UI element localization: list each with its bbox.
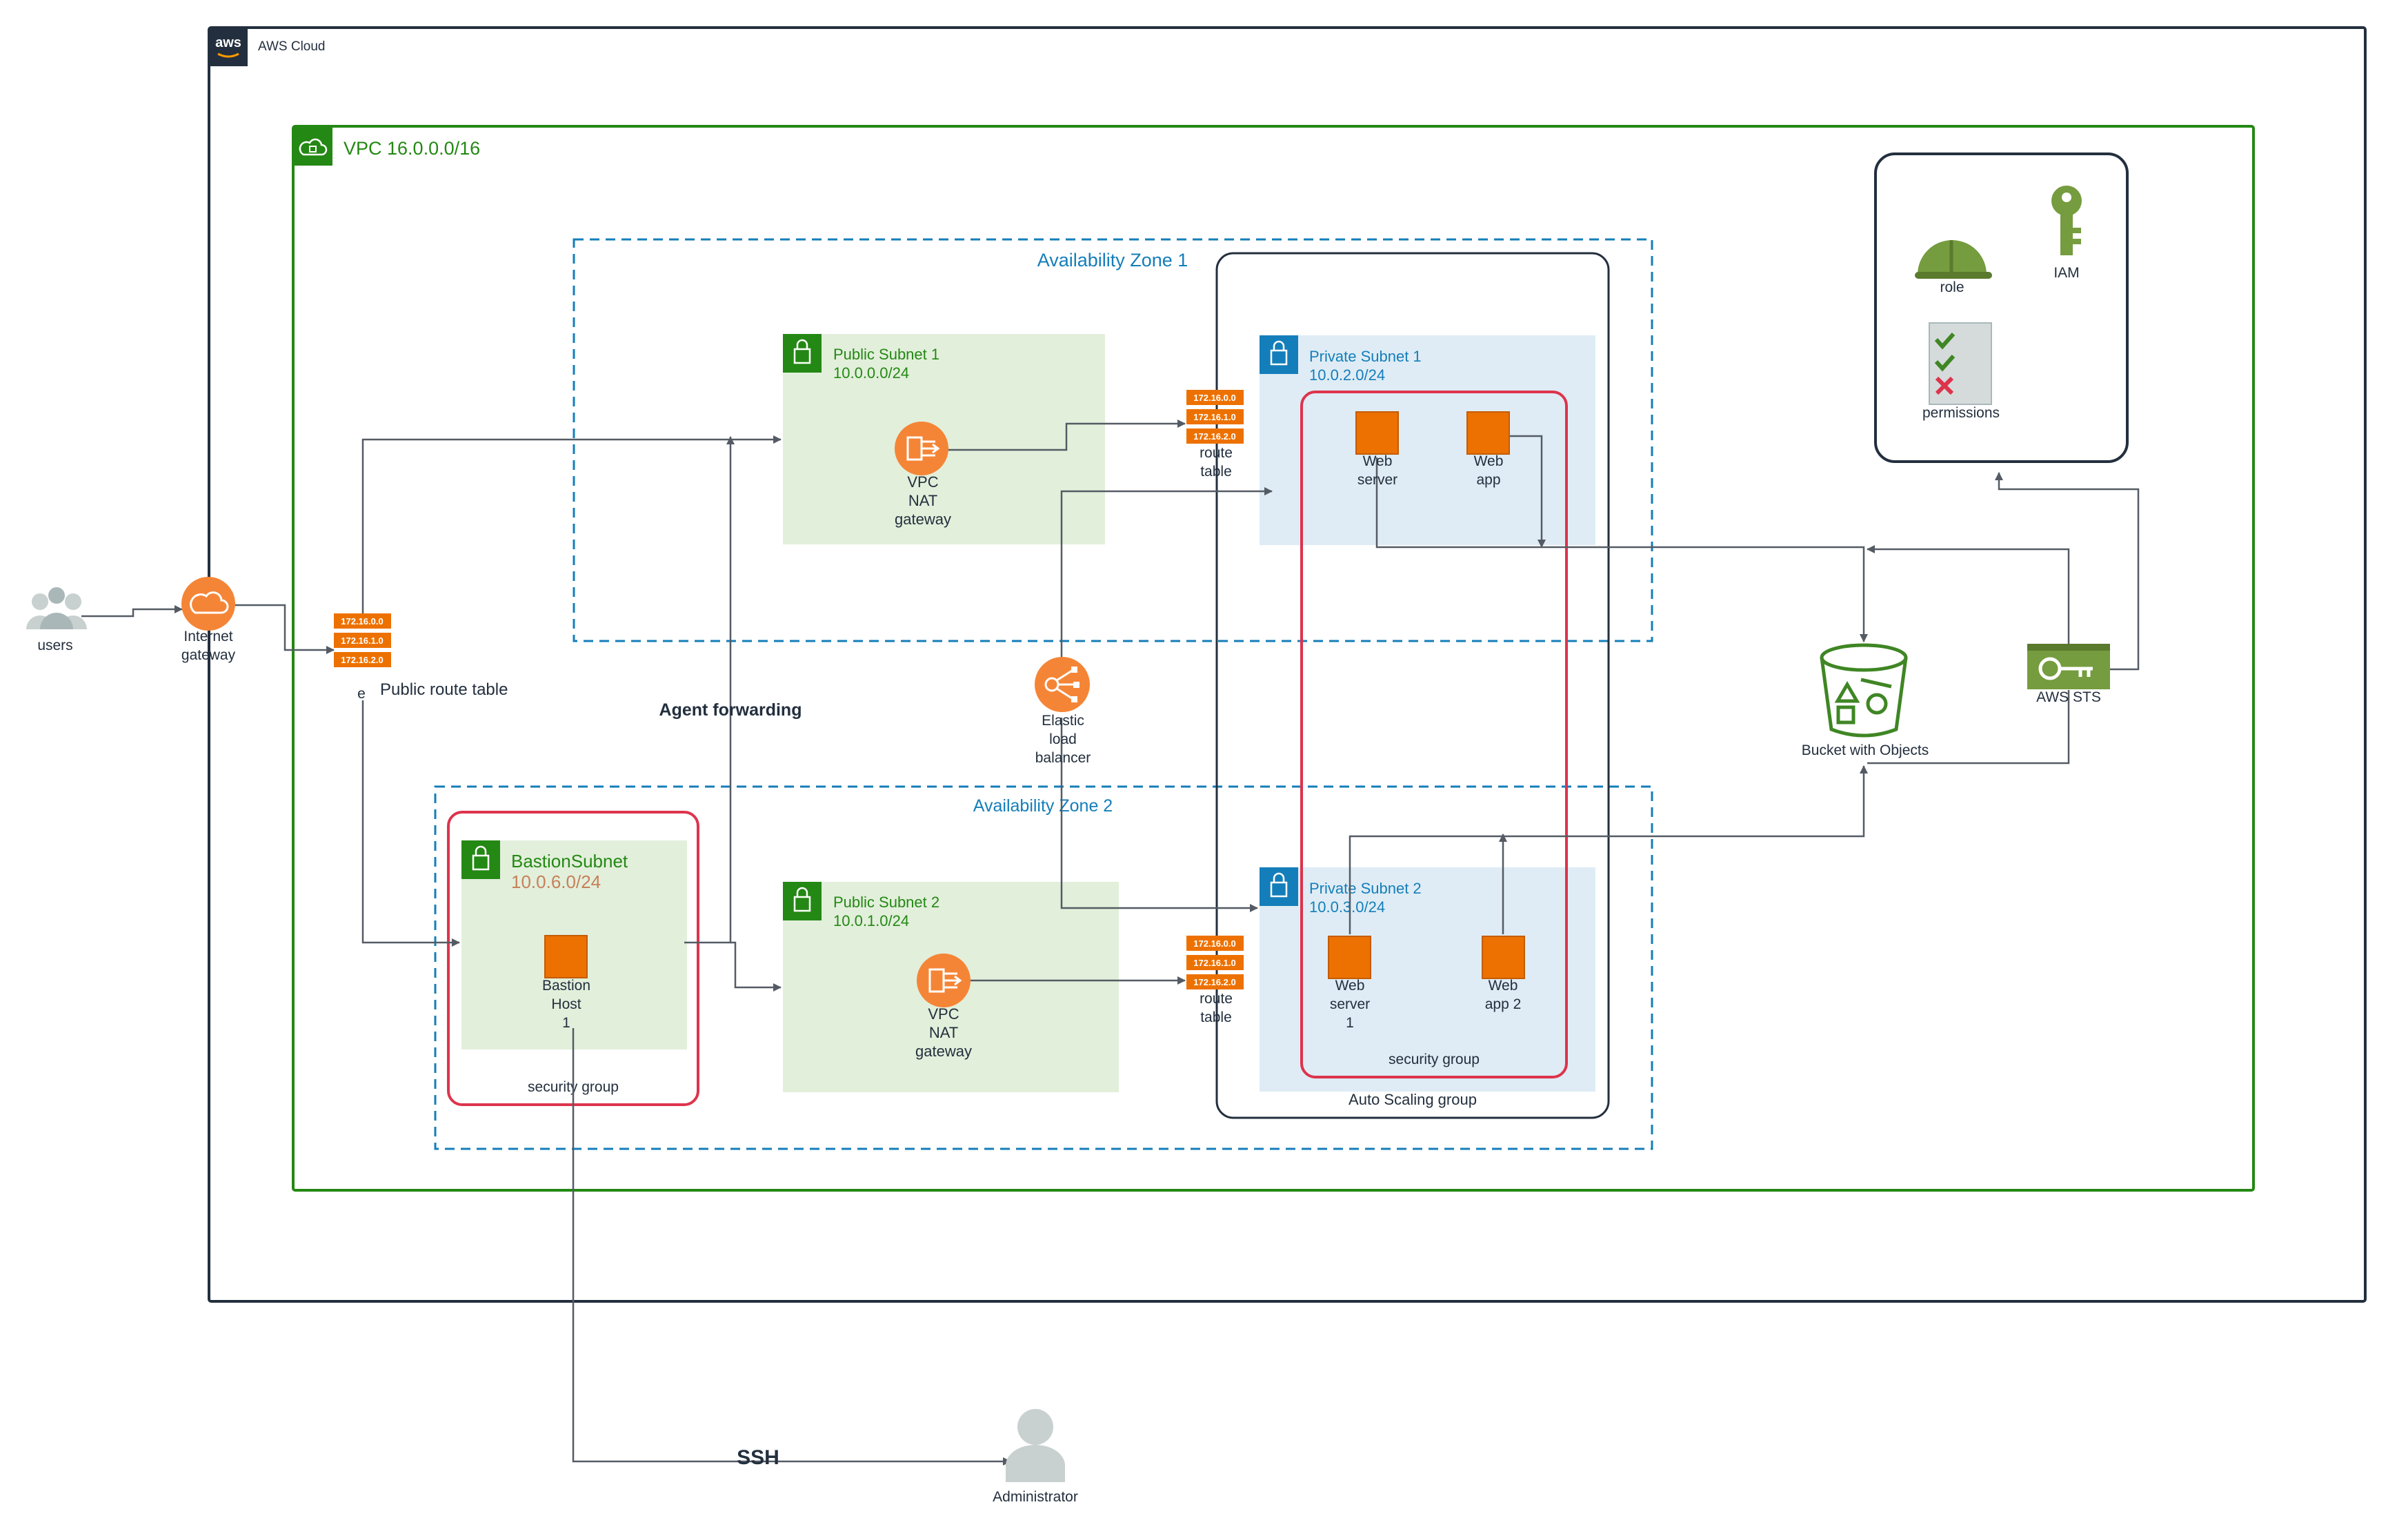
az2-label: Availability Zone 2 (973, 796, 1113, 816)
public-subnet-1: Public Subnet 1 10.0.0.0/24 (783, 334, 1105, 544)
elb-label-2: load (1049, 731, 1077, 747)
aws-logo-icon (209, 28, 248, 66)
route-row-3: 172.16.2.0 (341, 655, 383, 665)
web-server-2-icon[interactable] (1328, 936, 1371, 979)
vpc-group: VPC 16.0.0.0/16 (292, 125, 2255, 1192)
private-subnet-2-name: Private Subnet 2 (1309, 880, 1422, 897)
aws-sts-icon[interactable] (2027, 644, 2110, 689)
sts-label: AWS STS (2036, 689, 2101, 705)
aws-cloud-group: aws AWS Cloud (208, 26, 2367, 1303)
web-app-1-label-2: app (1476, 472, 1500, 488)
security-group-web-label: security group (1389, 1052, 1480, 1067)
web-app-1-icon[interactable] (1466, 411, 1510, 455)
rt2-label-2: table (1200, 1009, 1232, 1025)
private-subnet-2-cidr: 10.0.3.0/24 (1309, 898, 1385, 916)
bastion-host-label-2: Host (551, 996, 581, 1012)
public-subnet-2-cidr: 10.0.1.0/24 (833, 912, 909, 929)
route-row-2: 172.16.1.0 (1193, 412, 1235, 422)
asg-label: Auto Scaling group (1349, 1091, 1477, 1108)
nat1-label-2: NAT (908, 492, 937, 509)
iam-label: IAM (2053, 265, 2079, 281)
bastion-subnet-name: BastionSubnet (511, 851, 628, 871)
users-label: users (37, 638, 72, 653)
nat-gateway-2-icon[interactable] (917, 954, 971, 1007)
nat2-label-3: gateway (915, 1043, 972, 1060)
web-server-2-label-3: 1 (1346, 1015, 1354, 1031)
administrator-label: Administrator (993, 1489, 1078, 1505)
route-row-2: 172.16.1.0 (1193, 958, 1235, 968)
route-row-3: 172.16.2.0 (1193, 977, 1235, 987)
internet-gateway-icon[interactable] (181, 577, 235, 631)
nat1-label-1: VPC (907, 473, 938, 491)
aws-cloud-label: AWS Cloud (258, 39, 326, 54)
web-app-2-icon[interactable] (1482, 936, 1525, 979)
nat2-label-1: VPC (928, 1005, 959, 1023)
web-app-1-label-1: Web (1474, 453, 1504, 469)
bastion-subnet-cidr: 10.0.6.0/24 (511, 871, 601, 892)
public-route-table-label: Public route table (380, 680, 508, 699)
connectors (81, 420, 2140, 1466)
route-row-1: 172.16.0.0 (1193, 393, 1235, 403)
agent-forwarding-label: Agent forwarding (659, 700, 802, 720)
availability-zone-2 (434, 785, 1653, 1150)
security-group-web (1300, 391, 1568, 1078)
public-subnet-1-cidr: 10.0.0.0/24 (833, 364, 909, 382)
igw-label-1: Internet (183, 629, 232, 644)
private-subnet-1-cidr: 10.0.2.0/24 (1309, 366, 1385, 384)
route-row-2: 172.16.1.0 (341, 635, 383, 646)
route-row-3: 172.16.2.0 (1193, 431, 1235, 442)
web-app-2-label-1: Web (1489, 978, 1518, 994)
permissions-label: permissions (1922, 405, 2000, 421)
elastic-load-balancer-icon[interactable] (1035, 657, 1090, 712)
rt2-label-1: route (1200, 991, 1233, 1007)
nat-gateway-1-icon[interactable] (895, 422, 948, 475)
iam-panel: role IAM permissions (1874, 152, 2129, 463)
administrator-icon (1006, 1409, 1065, 1482)
rt1-label-2: table (1200, 464, 1232, 480)
web-app-2-label-2: app 2 (1485, 996, 1522, 1012)
web-server-2-label-1: Web (1335, 978, 1365, 994)
private-subnet-2: Private Subnet 2 10.0.3.0/24 (1260, 867, 1595, 1092)
public-subnet-1-name: Public Subnet 1 (833, 346, 939, 363)
availability-zone-1 (573, 238, 1653, 642)
web-server-2-label-2: server (1330, 996, 1370, 1012)
bastion-host-label-3: 1 (562, 1015, 570, 1031)
elb-label-1: Elastic (1042, 713, 1084, 729)
bastion-host-icon[interactable] (544, 935, 588, 978)
private-subnet-1-name: Private Subnet 1 (1309, 348, 1422, 365)
bastion-host-label-1: Bastion (542, 978, 590, 994)
ssh-label: SSH (737, 1446, 779, 1469)
s3-bucket-icon[interactable] (1820, 643, 1908, 738)
nat2-label-2: NAT (929, 1024, 958, 1041)
bucket-label: Bucket with Objects (1802, 742, 1929, 758)
public-route-table-icon[interactable]: 172.16.0.0 172.16.1.0 172.16.2.0 (334, 613, 391, 667)
igw-label-2: gateway (181, 647, 236, 663)
route-table-2-icon[interactable]: 172.16.0.0 172.16.1.0 172.16.2.0 (1186, 936, 1244, 989)
auto-scaling-group (1215, 252, 1610, 1119)
web-server-1-label-1: Web (1363, 453, 1393, 469)
aws-logo-text: aws (215, 35, 241, 50)
route-row-1: 172.16.0.0 (341, 616, 383, 627)
private-subnet-1: Private Subnet 1 10.0.2.0/24 (1260, 335, 1595, 545)
role-helmet-icon (1915, 240, 1992, 279)
az1-label: Availability Zone 1 (1037, 250, 1188, 270)
public-subnet-2-name: Public Subnet 2 (833, 894, 939, 911)
public-route-table-stub: e (357, 686, 366, 702)
web-server-1-icon[interactable] (1355, 411, 1399, 455)
nat1-label-3: gateway (895, 511, 951, 528)
elb-label-3: balancer (1035, 750, 1091, 766)
vpc-label: VPC 16.0.0.0/16 (344, 138, 480, 159)
role-label: role (1940, 279, 1964, 295)
permissions-checklist-icon (1929, 322, 1992, 405)
route-row-1: 172.16.0.0 (1193, 938, 1235, 949)
web-server-1-label-2: server (1357, 472, 1397, 488)
route-table-1-icon[interactable]: 172.16.0.0 172.16.1.0 172.16.2.0 (1186, 390, 1244, 444)
iam-key-icon (2051, 186, 2082, 255)
users-icon (26, 587, 87, 629)
rt1-label-1: route (1200, 445, 1233, 461)
